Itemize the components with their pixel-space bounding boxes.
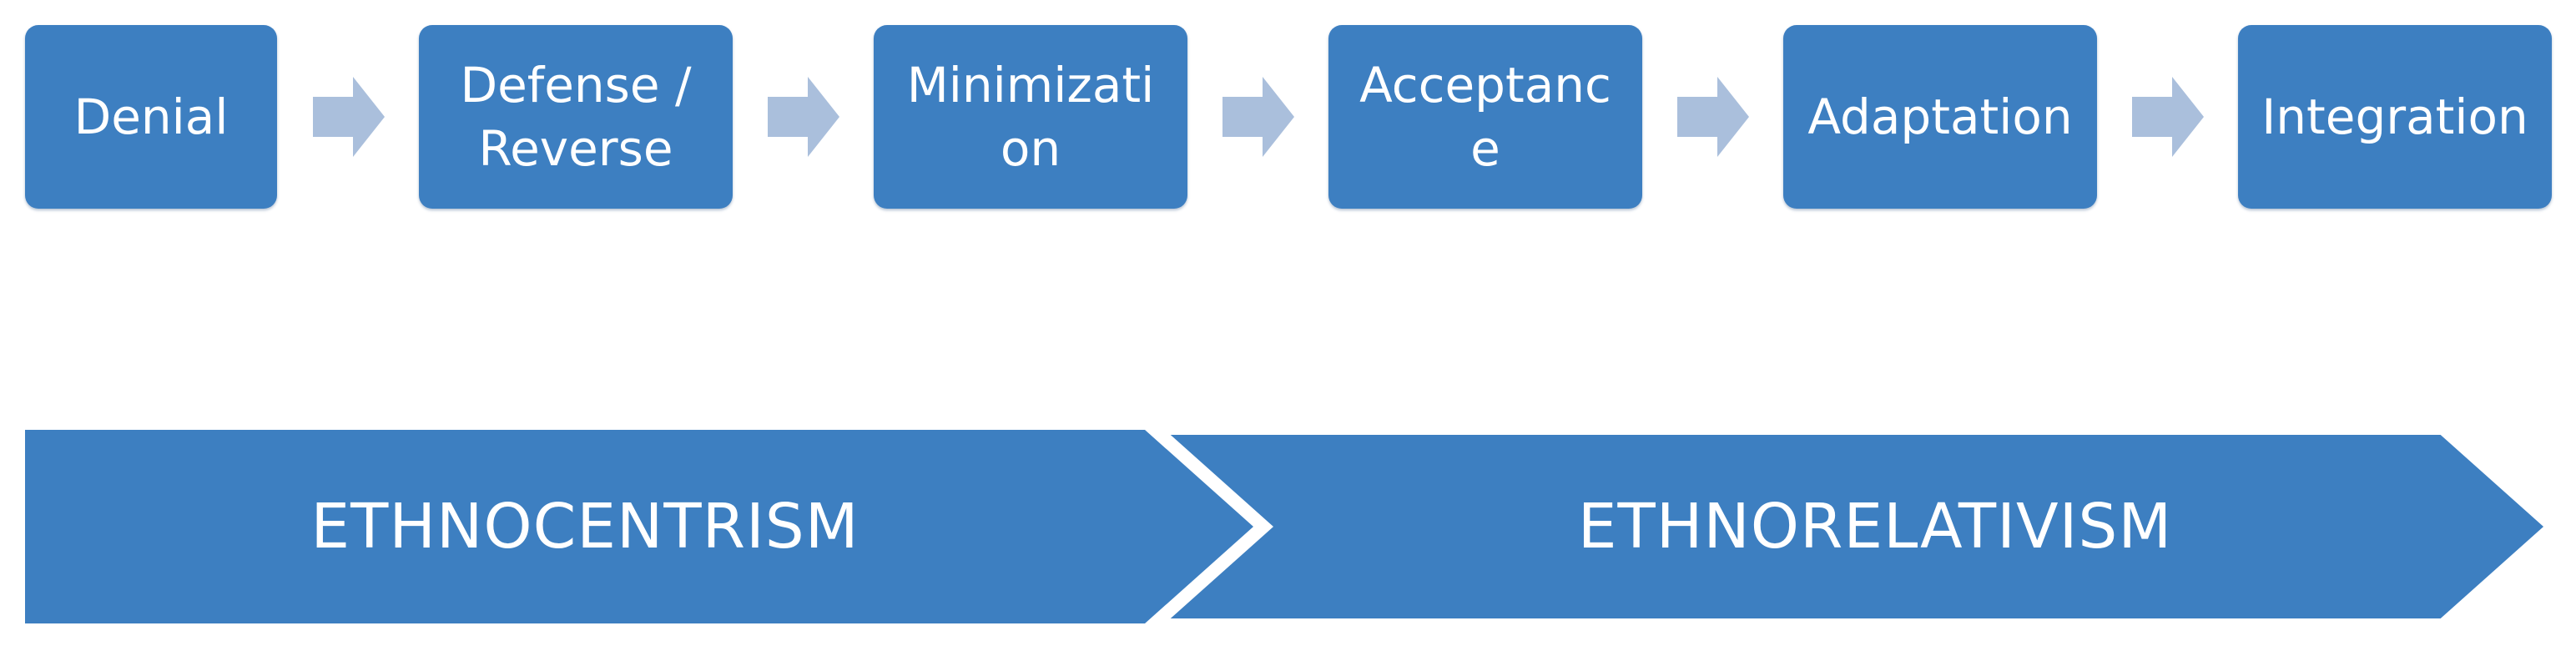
stage-integration: Integration — [2238, 25, 2552, 209]
stage-acceptance: Acceptance — [1328, 25, 1642, 209]
stage-label: Minimization — [906, 57, 1155, 177]
stage-label: Acceptance — [1359, 57, 1611, 177]
chevron-shape — [1157, 430, 2551, 623]
stage-adaptation: Adaptation — [1783, 25, 2097, 209]
stage-denial: Denial — [25, 25, 277, 209]
right-arrow-icon — [1677, 77, 1749, 157]
stage-label: Defense / Reverse — [460, 57, 692, 177]
right-arrow-icon — [1222, 77, 1294, 157]
band-ethnorelativism: ETHNORELATIVISM — [1157, 430, 2551, 623]
band-label: ETHNORELATIVISM — [1577, 491, 2173, 563]
chevron-shape — [25, 430, 1253, 623]
right-arrow-icon — [2132, 77, 2204, 157]
stage-label: Denial — [73, 88, 229, 145]
band-ethnocentrism: ETHNOCENTRISM — [25, 430, 1253, 623]
right-arrow-icon — [768, 77, 839, 157]
stage-label: Adaptation — [1807, 88, 2073, 145]
stage-minimization: Minimization — [874, 25, 1187, 209]
band-label: ETHNOCENTRISM — [310, 491, 860, 563]
right-arrow-icon — [313, 77, 385, 157]
stage-defense-reverse: Defense / Reverse — [419, 25, 733, 209]
stage-label: Integration — [2261, 88, 2528, 145]
